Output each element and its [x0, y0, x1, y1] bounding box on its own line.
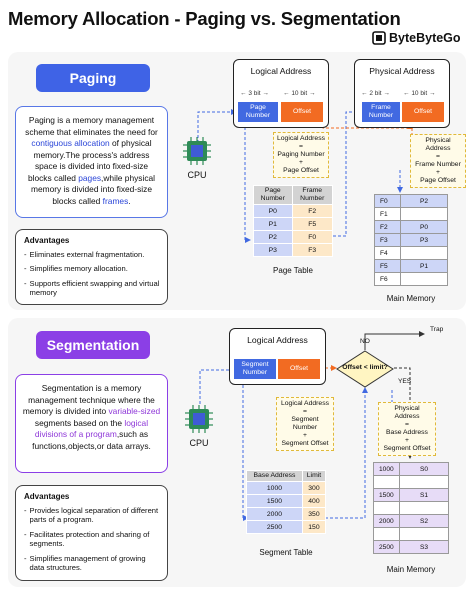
table-row: F4 — [374, 246, 448, 260]
table-row: F6 — [374, 272, 448, 286]
paging-logical-address-label: Logical Address — [250, 66, 312, 76]
segment-number-field: Segment Number — [234, 359, 276, 379]
segmentation-physical-formula: Physical Address=Base Address+Segment Of… — [378, 402, 436, 456]
page-title: Memory Allocation - Paging vs. Segmentat… — [8, 8, 401, 29]
segment-table-header: Base Address — [246, 470, 303, 482]
limit-check-label: Offset < limit? — [342, 364, 388, 371]
paging-advantages-title: Advantages — [24, 236, 70, 245]
segment-table-header: Limit — [301, 470, 327, 482]
page-table-header: Frame Number — [291, 185, 333, 205]
paging-advantages: Advantages -Eliminates external fragment… — [15, 229, 168, 305]
no-label: NO — [360, 338, 370, 345]
list-item: -Facilitates protection and sharing of s… — [24, 529, 150, 549]
list-item: -Eliminates external fragmentation. — [24, 249, 145, 259]
paging-desc-text-3: ,while physical memory is divided into f… — [30, 172, 156, 206]
paging-frame-number-field: Frame Number — [362, 102, 400, 122]
segmentation-pill: Segmentation — [36, 331, 150, 359]
list-item: -Simplifies management of growing data s… — [24, 553, 146, 573]
cpu-chip-icon — [183, 137, 211, 165]
table-row — [373, 501, 449, 515]
paging-desc-highlight-3: frames — [102, 195, 129, 206]
paging-desc-highlight-1: contiguous allocation — [31, 138, 110, 148]
table-row: F1 — [374, 207, 448, 221]
paging-physical-formula: Physical Address=Frame Number+Page Offse… — [410, 134, 466, 188]
segmentation-advantages: Advantages -Provides logical separation … — [15, 485, 168, 581]
segmentation-desc-text-3: ,such as functions,objects,or data array… — [32, 429, 151, 451]
bytebytego-logo-icon — [372, 31, 386, 45]
cpu-chip-icon — [185, 405, 213, 433]
segmentation-logical-address-label: Logical Address — [247, 335, 308, 345]
paging-logical-formula: Logical Address=Paging Number+Page Offse… — [273, 132, 329, 178]
paging-pill: Paging — [36, 64, 150, 92]
paging-page-number-field: Page Number — [238, 102, 278, 122]
paging-physical-bits-right: ← 10 bit → — [403, 90, 436, 97]
brand: ByteByteGo — [372, 31, 461, 45]
paging-desc-text-1: Paging is a memory management scheme tha… — [25, 115, 158, 137]
paging-desc-text-4: . — [128, 195, 131, 206]
paging-physical-address-label: Physical Address — [369, 66, 435, 76]
paging-desc-text-2: of physical memory.The process's address… — [27, 138, 152, 183]
page-table-caption: Page Table — [273, 266, 313, 275]
paging-main-memory-caption: Main Memory — [386, 294, 436, 303]
cpu-label: CPU — [187, 170, 207, 180]
table-row — [373, 475, 449, 489]
trap-label: Trap — [430, 326, 444, 333]
segmentation-desc-highlight-1: variable-sized — [108, 406, 161, 416]
segment-table-caption: Segment Table — [259, 548, 313, 557]
paging-logical-bits-left: ← 3 bit → — [240, 90, 269, 97]
segmentation-offset-field: Offset — [278, 359, 320, 379]
table-row — [373, 527, 449, 541]
segmentation-desc-highlight-2: logical divisions of a program — [34, 417, 149, 440]
segmentation-main-memory-caption: Main Memory — [386, 565, 436, 574]
segmentation-advantages-title: Advantages — [24, 492, 70, 501]
cpu-label: CPU — [189, 438, 209, 448]
paging-logical-offset-field: Offset — [281, 102, 323, 122]
paging-logical-bits-right: ← 10 bit → — [283, 90, 316, 97]
list-item: -Supports efficient swapping and virtual… — [24, 278, 160, 298]
segmentation-desc-text-2: segments based on the — [34, 417, 125, 428]
paging-physical-offset-field: Offset — [402, 102, 444, 122]
paging-description: Paging is a memory management scheme tha… — [15, 106, 168, 218]
limit-check-diamond — [336, 350, 394, 388]
yes-label: YES — [398, 378, 412, 385]
segmentation-desc-text-1: Segmentation is a memory management tech… — [22, 383, 155, 416]
brand-name: ByteByteGo — [389, 31, 461, 45]
page-table-header: Page Number — [253, 185, 293, 205]
segmentation-logical-formula: Logical Address=Segment Number+Segment O… — [276, 397, 334, 451]
paging-desc-highlight-2: pages — [78, 172, 102, 183]
list-item: -Provides logical separation of differen… — [24, 505, 159, 525]
list-item: -Simplifies memory allocation. — [24, 264, 128, 273]
paging-physical-bits-left: ← 2 bit → — [361, 90, 390, 97]
segmentation-description: Segmentation is a memory management tech… — [15, 374, 168, 473]
